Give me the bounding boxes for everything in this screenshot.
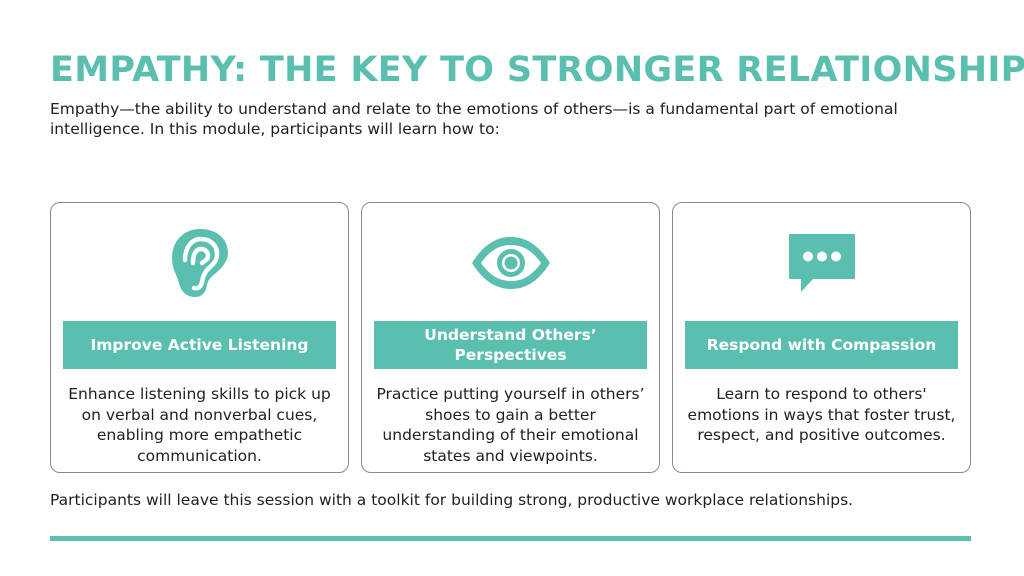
slide-title: EMPATHY: THE KEY TO STRONGER RELATIONSHI…: [50, 50, 1024, 90]
card-label: Respond with Compassion: [685, 321, 958, 369]
card-label: Understand Others’ Perspectives: [374, 321, 647, 369]
card-description: Enhance listening skills to pick up on v…: [68, 385, 331, 465]
ear-icon: [51, 227, 348, 299]
card-description: Practice putting yourself in others’ sho…: [376, 385, 645, 465]
card-perspectives: Understand Others’ Perspectives Practice…: [361, 202, 660, 473]
footer-text: Participants will leave this session wit…: [50, 491, 854, 509]
intro-text: Empathy—the ability to understand and re…: [50, 100, 898, 138]
card-compassion: Respond with Compassion Learn to respond…: [672, 202, 971, 473]
eye-icon: [362, 227, 659, 299]
speech-bubble-icon: [673, 227, 970, 299]
card-active-listening: Improve Active Listening Enhance listeni…: [50, 202, 349, 473]
card-label: Improve Active Listening: [63, 321, 336, 369]
cards-row: Improve Active Listening Enhance listeni…: [50, 202, 972, 473]
card-description: Learn to respond to others' emotions in …: [687, 385, 956, 444]
bottom-divider: [50, 536, 971, 541]
